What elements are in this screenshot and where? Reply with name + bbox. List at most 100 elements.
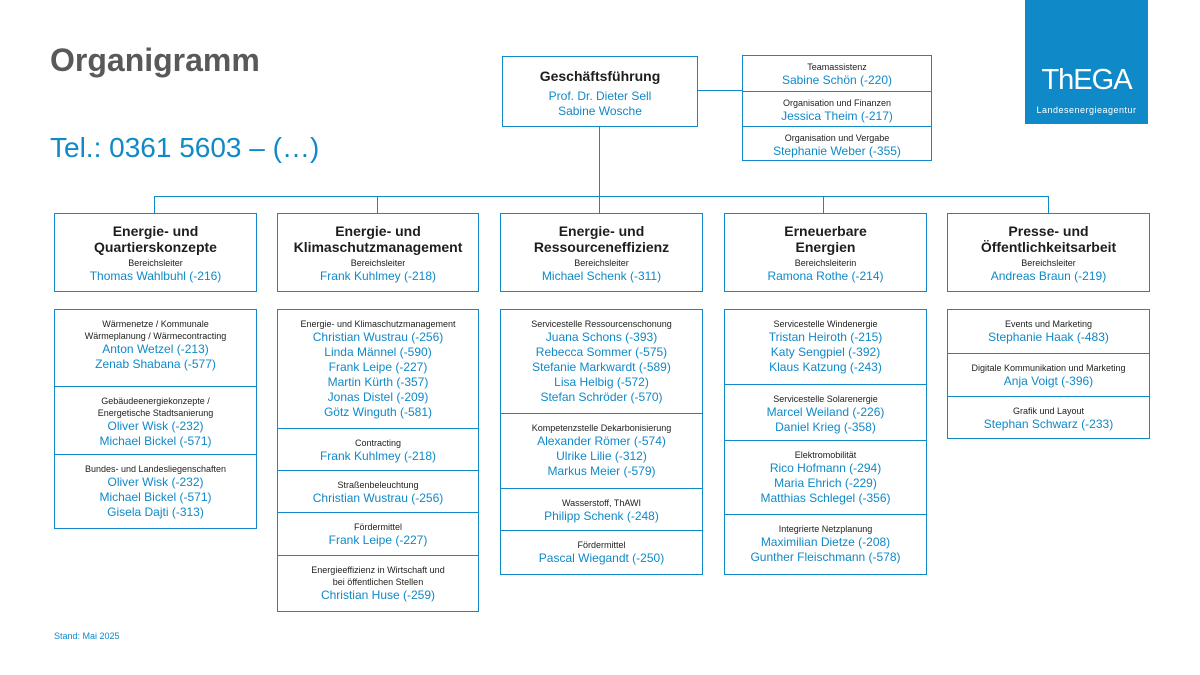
department-header: Presse- und Öffentlichkeitsarbeit Bereic… <box>947 213 1150 292</box>
unit-label: Wasserstoff, ThAWI <box>561 498 642 508</box>
unit-person: Christian Wustrau (-256) <box>312 491 444 505</box>
unit-person: Katy Sengpiel (-392) <box>770 345 881 359</box>
management-title: Geschäftsführung <box>539 68 661 84</box>
unit-person: Oliver Wisk (-232) <box>107 475 204 489</box>
unit-person: Daniel Krieg (-358) <box>775 420 876 434</box>
unit-person: Frank Leipe (-227) <box>328 533 428 547</box>
unit-person: Lisa Helbig (-572) <box>554 375 649 389</box>
connector-drop-2 <box>377 196 378 213</box>
department-header: Energie- und Quartierskonzepte Bereichsl… <box>54 213 257 292</box>
staff-item: Organisation und Finanzen Jessica Theim … <box>743 91 931 126</box>
unit-person: Gisela Dajti (-313) <box>107 505 204 519</box>
unit-person: Rebecca Sommer (-575) <box>535 345 668 359</box>
thega-logo: ThEGA Landesenergieagentur <box>1025 0 1148 124</box>
phone-number: Tel.: 0361 5603 – (…) <box>50 132 320 163</box>
unit-person: Götz Winguth (-581) <box>323 405 433 419</box>
department-title-line: Energie- und <box>558 223 645 239</box>
staff-label: Organisation und Finanzen <box>782 98 892 108</box>
staff-label: Teamassistenz <box>807 62 867 72</box>
unit-person: Alexander Römer (-574) <box>537 434 666 448</box>
management-box: Geschäftsführung Prof. Dr. Dieter Sell S… <box>502 56 698 127</box>
unit-label: Wärmeplanung / Wärmecontracting <box>84 331 227 341</box>
unit-person: Maria Ehrich (-229) <box>774 476 877 490</box>
unit-person: Juana Schons (-393) <box>545 330 658 344</box>
staff-name: Jessica Theim (-217) <box>781 109 893 123</box>
unit-person: Michael Bickel (-571) <box>99 434 212 448</box>
connector-horizontal-bus <box>154 196 1049 197</box>
staff-box: Teamassistenz Sabine Schön (-220) Organi… <box>742 55 932 161</box>
logo-text: ThEGA <box>1041 64 1132 96</box>
unit-person: Klaus Katzung (-243) <box>769 360 882 374</box>
unit-person: Stefanie Markwardt (-589) <box>532 360 671 374</box>
unit-person: Anton Wetzel (-213) <box>102 342 209 356</box>
unit-person: Christian Wustrau (-256) <box>312 330 444 344</box>
staff-label: Organisation und Vergabe <box>784 133 890 143</box>
department-role: Bereichsleiter <box>350 258 406 268</box>
unit-label: Straßenbeleuchtung <box>337 480 419 490</box>
unit-label: Servicestelle Windenergie <box>773 319 878 329</box>
unit-section: Gebäudeenergiekonzepte / Energetische Sta… <box>55 386 256 454</box>
department-title-line: Presse- und <box>1008 223 1089 239</box>
unit-person: Markus Meier (-579) <box>547 464 656 478</box>
unit-person: Rico Hofmann (-294) <box>769 461 882 475</box>
unit-label: Energetische Stadtsanierung <box>97 408 214 418</box>
unit-person: Zenab Shabana (-577) <box>95 357 216 371</box>
unit-person: Gunther Fleischmann (-578) <box>750 550 901 564</box>
unit-person: Maximilian Dietze (-208) <box>760 535 891 549</box>
unit-label: Fördermittel <box>577 540 626 550</box>
unit-label: Grafik und Layout <box>1012 406 1085 416</box>
department-header: Erneuerbare Energien Bereichsleiterin Ra… <box>724 213 927 292</box>
unit-person: Jonas Distel (-209) <box>327 390 429 404</box>
unit-label: Fördermittel <box>353 522 402 532</box>
department-title-line: Quartierskonzepte <box>94 239 217 255</box>
department-header: Energie- und Ressourceneffizienz Bereich… <box>500 213 703 292</box>
department-role: Bereichsleiter <box>1021 258 1076 268</box>
department-title-line: Energien <box>795 239 856 255</box>
department-title-line: Energie- und <box>335 223 421 239</box>
connector-drop-1 <box>154 196 155 213</box>
connector-drop-3 <box>599 196 600 213</box>
staff-item: Teamassistenz Sabine Schön (-220) <box>743 56 931 91</box>
department-lead: Andreas Braun (-219) <box>990 269 1107 283</box>
staff-name: Stephanie Weber (-355) <box>773 144 901 158</box>
staff-item: Organisation und Vergabe Stephanie Weber… <box>743 126 931 160</box>
page-title: Organigramm <box>50 42 260 78</box>
unit-label: Kompetenzstelle Dekarbonisierung <box>531 423 672 433</box>
department-role: Bereichsleiterin <box>794 258 857 268</box>
unit-person: Frank Kuhlmey (-218) <box>319 449 437 463</box>
department-title-line: Öffentlichkeitsarbeit <box>980 239 1117 255</box>
logo-subtitle: Landesenergieagentur <box>1036 105 1137 115</box>
connector-drop-5 <box>1048 196 1049 213</box>
department-title-line: Energie- und <box>112 223 199 239</box>
unit-label: Wärmenetze / Kommunale <box>102 319 209 329</box>
connector-drop-4 <box>823 196 824 213</box>
management-person: Sabine Wosche <box>558 104 642 118</box>
department-lead: Ramona Rothe (-214) <box>767 269 884 283</box>
unit-person: Michael Bickel (-571) <box>99 490 212 504</box>
footer-date: Stand: Mai 2025 <box>54 631 120 641</box>
unit-label: bei öffentlichen Stellen <box>332 577 424 587</box>
unit-person: Oliver Wisk (-232) <box>107 419 204 433</box>
unit-person: Tristan Heiroth (-215) <box>768 330 883 344</box>
unit-label: Gebäudeenergiekonzepte / <box>101 396 210 406</box>
unit-person: Marcel Weiland (-226) <box>766 405 885 419</box>
unit-person: Stephanie Haak (-483) <box>988 330 1109 344</box>
